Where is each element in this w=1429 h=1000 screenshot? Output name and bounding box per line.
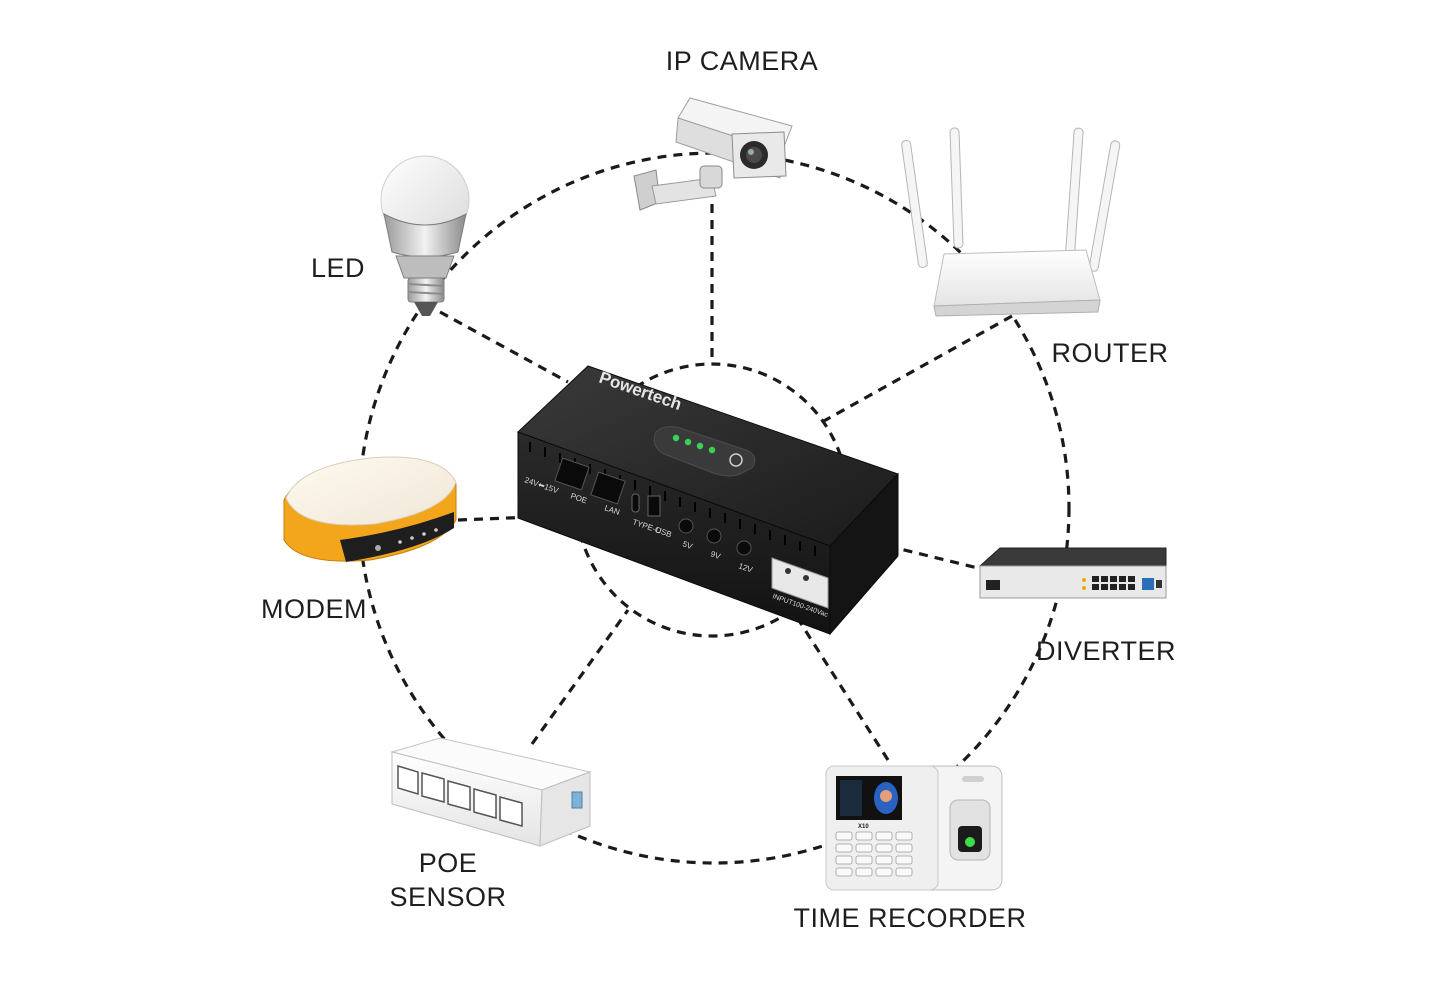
spoke-diverter — [887, 544, 987, 572]
label-time-recorder: TIME RECORDER — [793, 903, 1026, 933]
ip-camera-device — [633, 97, 793, 211]
powertech-hub: Powertech 24V⬅15V POE LAN TYPE-C USB 5V … — [517, 365, 899, 636]
label-poe-sensor-line2: SENSOR — [389, 882, 506, 912]
usb-port[interactable] — [647, 495, 661, 517]
port-label-5v: 5V — [681, 539, 694, 551]
poe-port[interactable] — [554, 457, 590, 491]
status-led-4 — [708, 446, 716, 454]
time-recorder-device: X10 — [825, 765, 1003, 891]
port-label-9v: 9V — [709, 549, 722, 561]
dc-5v-port[interactable] — [678, 518, 694, 534]
modem-device — [283, 456, 457, 562]
lan-port[interactable] — [590, 471, 626, 505]
label-poe-sensor-line1: POE — [419, 848, 478, 878]
led-bulb-device — [380, 155, 470, 316]
typec-port[interactable] — [631, 493, 640, 513]
spoke-router — [821, 314, 1013, 424]
router-device — [901, 127, 1121, 317]
dc-9v-port[interactable] — [706, 528, 722, 544]
label-ip-camera: IP CAMERA — [666, 46, 819, 76]
spoke-led — [439, 310, 569, 384]
status-led-3 — [696, 442, 704, 450]
spoke-poe-sensor — [530, 609, 630, 745]
status-led-2 — [684, 438, 692, 446]
diverter-device — [978, 547, 1167, 599]
label-led: LED — [311, 253, 365, 283]
status-led-1 — [672, 434, 680, 442]
power-button-icon[interactable] — [729, 453, 743, 467]
device-labels: IP CAMERA LED ROUTER MODEM DIVERTER POE … — [261, 46, 1176, 933]
poe-sensor-device — [390, 737, 592, 847]
spoke-time-recorder — [798, 621, 890, 761]
label-modem: MODEM — [261, 594, 367, 624]
label-diverter: DIVERTER — [1036, 636, 1176, 666]
status-leds — [672, 434, 716, 454]
dc-12v-port[interactable] — [736, 540, 752, 556]
recorder-model-label: X10 — [858, 824, 869, 830]
label-router: ROUTER — [1052, 338, 1169, 368]
